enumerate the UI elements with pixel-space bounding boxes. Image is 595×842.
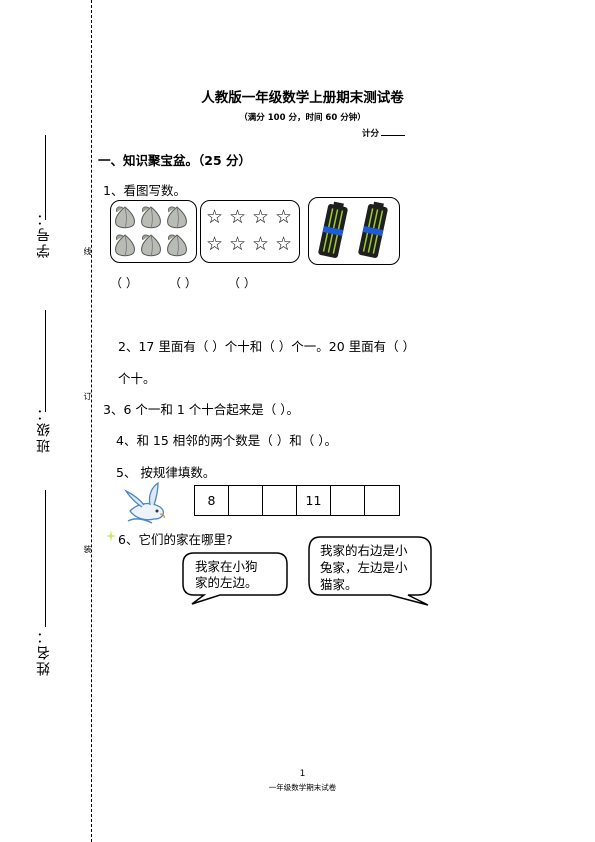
question-2-line-1: 2、17 里面有（ ）个十和（ ）个一。20 里面有（ ） <box>118 339 416 354</box>
star-icon: ☆ <box>275 233 293 255</box>
battery-picture-box <box>308 197 400 265</box>
sequence-cell: 8 <box>195 486 229 515</box>
bubble-right-text: 我家的右边是小 兔家，左边是小 猫家。 <box>320 542 408 593</box>
peach-picture-box <box>110 200 197 263</box>
page-title: 人教版一年级数学上册期末测试卷 <box>201 90 404 106</box>
name-label: 姓名： <box>36 628 52 676</box>
mark-ding: 订 <box>83 392 92 400</box>
footer-caption: 一年级数学期末试卷 <box>268 783 337 792</box>
speech-bubble-left <box>182 552 288 605</box>
bubble-right-line: 兔家，左边是小 <box>320 560 408 575</box>
question-5: 5、 按规律填数。 <box>116 465 216 480</box>
sequence-cell[interactable] <box>331 486 365 515</box>
star-icon: ☆ <box>229 233 247 255</box>
star-icon: ☆ <box>252 206 270 228</box>
question-2-line-2: 个十。 <box>118 371 156 386</box>
class-field[interactable] <box>45 310 46 412</box>
star-icon: ☆ <box>229 206 247 228</box>
number-sequence-grid: 8 11 <box>194 485 400 516</box>
answer-blank-1[interactable]: （ ） <box>110 276 138 290</box>
score-field[interactable]: 计分 <box>362 127 406 139</box>
section-heading: 一、知识聚宝盆。（25 分） <box>98 153 251 168</box>
star-icon: ☆ <box>206 233 224 255</box>
star-icon: ☆ <box>252 233 270 255</box>
bubble-right-line: 猫家。 <box>320 577 358 592</box>
star-icon: ☆ <box>275 206 293 228</box>
sequence-cell[interactable] <box>365 486 399 515</box>
star-picture-box: ☆ ☆ ☆ ☆ ☆ ☆ ☆ ☆ <box>200 200 300 263</box>
page-number: 1 <box>299 769 306 779</box>
binding-dashed-line <box>91 0 92 842</box>
answer-blank-2[interactable]: （ ） <box>169 276 197 290</box>
rabbit-icon <box>124 481 165 524</box>
mark-zhuang: 装 <box>83 545 92 553</box>
answer-blank-3[interactable]: （ ） <box>228 276 256 290</box>
sparkle-icon <box>106 530 116 542</box>
question-3: 3、6 个一和 1 个十合起来是（ ）。 <box>103 402 300 417</box>
mark-line: 线 <box>83 247 92 255</box>
speech-bubble-right <box>308 536 432 606</box>
student-no-field[interactable] <box>45 135 46 220</box>
bubble-left-line: 家的左边。 <box>195 575 258 590</box>
sequence-cell[interactable] <box>229 486 263 515</box>
question-4: 4、和 15 相邻的两个数是（ ）和（ ）。 <box>116 433 338 448</box>
bubble-left-line: 我家在小狗 <box>195 559 258 574</box>
question-1: 1、看图写数。 <box>103 183 186 198</box>
bubble-right-line: 我家的右边是小 <box>320 543 408 558</box>
question-6: 6、它们的家在哪里? <box>118 532 233 547</box>
sequence-cell[interactable] <box>263 486 297 515</box>
peaches-icon <box>115 206 187 257</box>
bubble-left-text: 我家在小狗 家的左边。 <box>195 559 258 591</box>
name-field[interactable] <box>45 490 46 627</box>
class-label: 班级： <box>36 405 52 453</box>
score-blank[interactable] <box>381 135 406 136</box>
batteries-icon <box>318 201 388 258</box>
score-label: 计分 <box>362 129 380 139</box>
star-icon: ☆ <box>206 206 224 228</box>
sequence-cell: 11 <box>297 486 331 515</box>
page-subtitle: （满分 100 分，时间 60 分钟） <box>239 113 366 123</box>
student-no-label: 学号： <box>36 210 52 258</box>
